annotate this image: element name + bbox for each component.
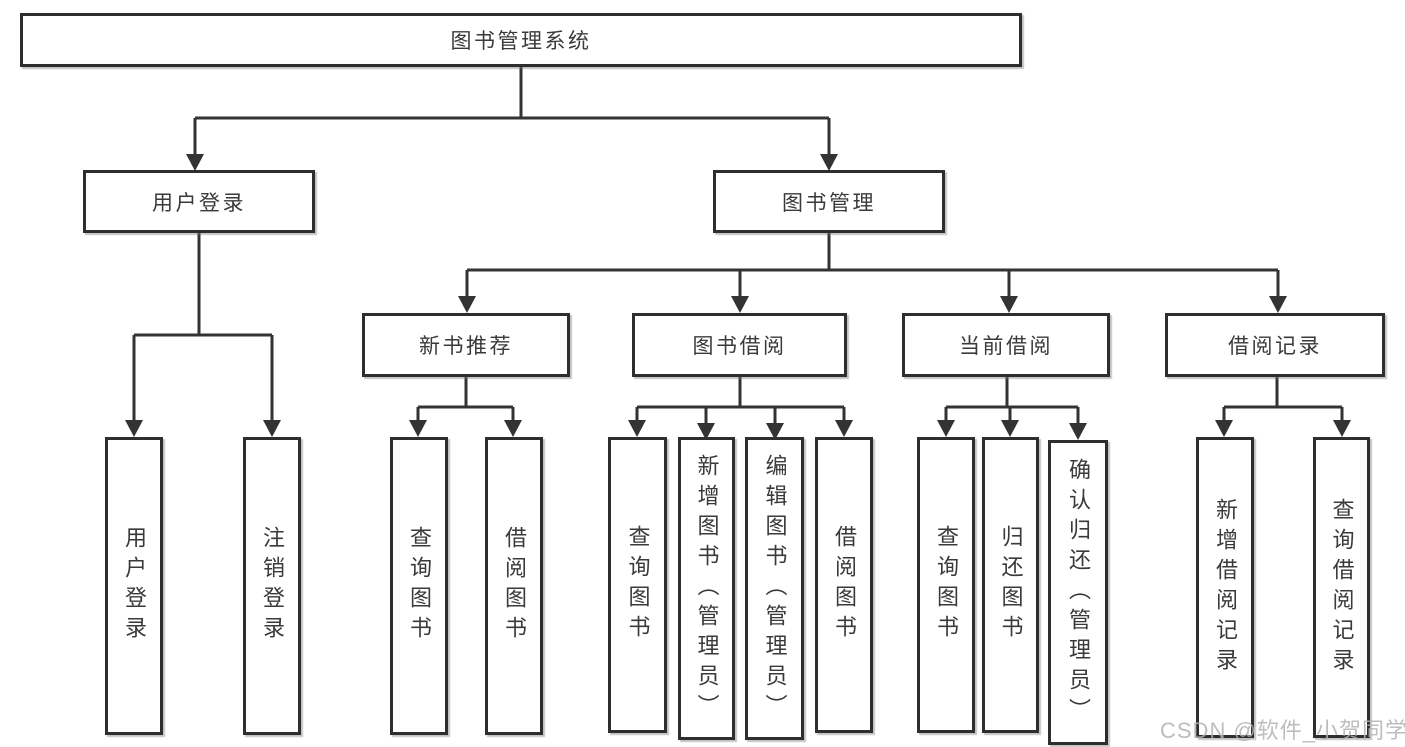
node-new-book-recommend: 新书推荐 [362, 313, 570, 377]
leaf-borrow-edit-books-admin: 编辑图书（管理员） [745, 437, 804, 740]
leaf-current-confirm-return-admin: 确认归还（管理员） [1048, 440, 1108, 745]
leaf-newbooks-borrow-books: 借阅图书 [485, 437, 543, 735]
connector-borrowing-records [1222, 377, 1344, 424]
node-user-login: 用户登录 [83, 170, 315, 233]
node-current-borrowing: 当前借阅 [902, 313, 1110, 377]
connector-new-book-recommend [416, 377, 515, 424]
leaf-logout: 注销登录 [243, 437, 301, 735]
node-borrowing-records: 借阅记录 [1165, 313, 1385, 377]
leaf-newbooks-query-books: 查询图书 [390, 437, 448, 735]
connector-current-borrowing [944, 377, 1080, 427]
leaf-records-query-record: 查询借阅记录 [1313, 437, 1370, 738]
leaf-records-add-record: 新增借阅记录 [1196, 437, 1254, 738]
leaf-current-query-books: 查询图书 [917, 437, 975, 733]
watermark: CSDN @软件_小贺同学 [1160, 718, 1405, 743]
leaf-borrow-borrow-books: 借阅图书 [815, 437, 873, 733]
node-book-management: 图书管理 [713, 170, 945, 233]
leaf-borrow-add-books-admin: 新增图书（管理员） [678, 437, 735, 740]
leaf-current-return-books: 归还图书 [982, 437, 1039, 733]
node-book-management-system: 图书管理系统 [20, 13, 1022, 67]
connector-book-management [465, 233, 1280, 300]
leaf-user-login: 用户登录 [105, 437, 163, 735]
connector-root [193, 67, 831, 158]
node-book-borrowing: 图书借阅 [632, 313, 847, 377]
connector-book-borrowing [635, 377, 846, 427]
leaf-borrow-query-books: 查询图书 [608, 437, 667, 733]
connector-user-login [132, 233, 274, 424]
